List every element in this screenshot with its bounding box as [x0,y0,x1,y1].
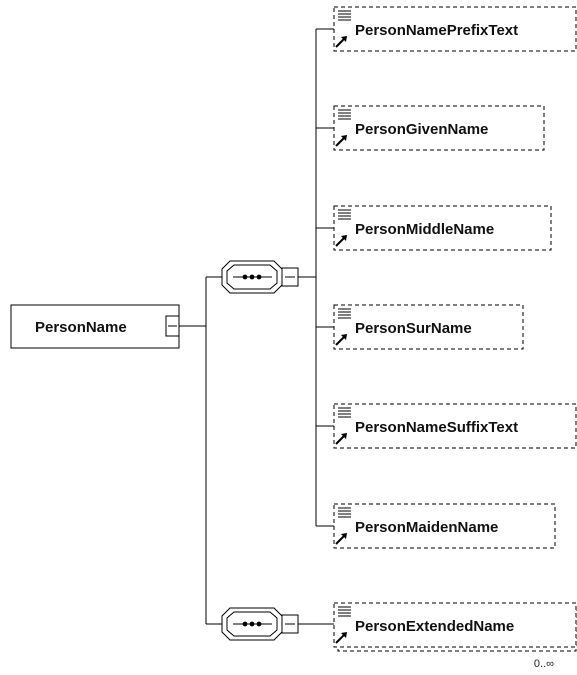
element-person-name-prefix-text[interactable]: PersonNamePrefixText [316,6,577,52]
root-element[interactable]: PersonName [10,304,180,349]
element-person-maiden-name[interactable]: PersonMaidenName [316,503,556,549]
sequence-dots-icon [233,621,272,627]
documentation-lines-icon [338,209,351,220]
reference-arrow-icon [335,235,347,247]
reference-arrow-icon [335,433,347,445]
sequence-1-collapse-icon[interactable] [281,267,299,287]
element-label: PersonGivenName [355,121,488,138]
element-person-extended-name[interactable]: PersonExtendedName 0..∞ [333,602,577,670]
reference-arrow-icon [335,135,347,147]
element-label: PersonNamePrefixText [355,22,518,39]
element-label: PersonMaidenName [355,519,498,536]
occurrence-label: 0..∞ [534,658,554,670]
element-label: PersonExtendedName [355,618,514,635]
sequence-compositor-2[interactable] [221,607,299,641]
reference-arrow-icon [335,632,347,644]
element-person-middle-name[interactable]: PersonMiddleName [316,205,552,251]
reference-arrow-icon [335,334,347,346]
documentation-lines-icon [338,10,351,21]
documentation-lines-icon [338,308,351,319]
documentation-lines-icon [338,606,351,617]
documentation-lines-icon [338,407,351,418]
sequence-2-collapse-icon[interactable] [281,614,299,634]
root-element-label: PersonName [35,319,127,336]
documentation-lines-icon [338,507,351,518]
element-label: PersonMiddleName [355,221,494,238]
element-person-given-name[interactable]: PersonGivenName [316,105,545,151]
element-label: PersonSurName [355,320,472,337]
sequence-dots-icon [233,274,272,280]
root-collapse-icon[interactable] [165,315,180,337]
reference-arrow-icon [335,36,347,48]
element-person-sur-name[interactable]: PersonSurName [316,304,524,350]
sequence-compositor-1[interactable] [221,260,299,294]
reference-arrow-icon [335,533,347,545]
element-label: PersonNameSuffixText [355,419,518,436]
documentation-lines-icon [338,109,351,120]
element-person-name-suffix-text[interactable]: PersonNameSuffixText [316,403,577,449]
